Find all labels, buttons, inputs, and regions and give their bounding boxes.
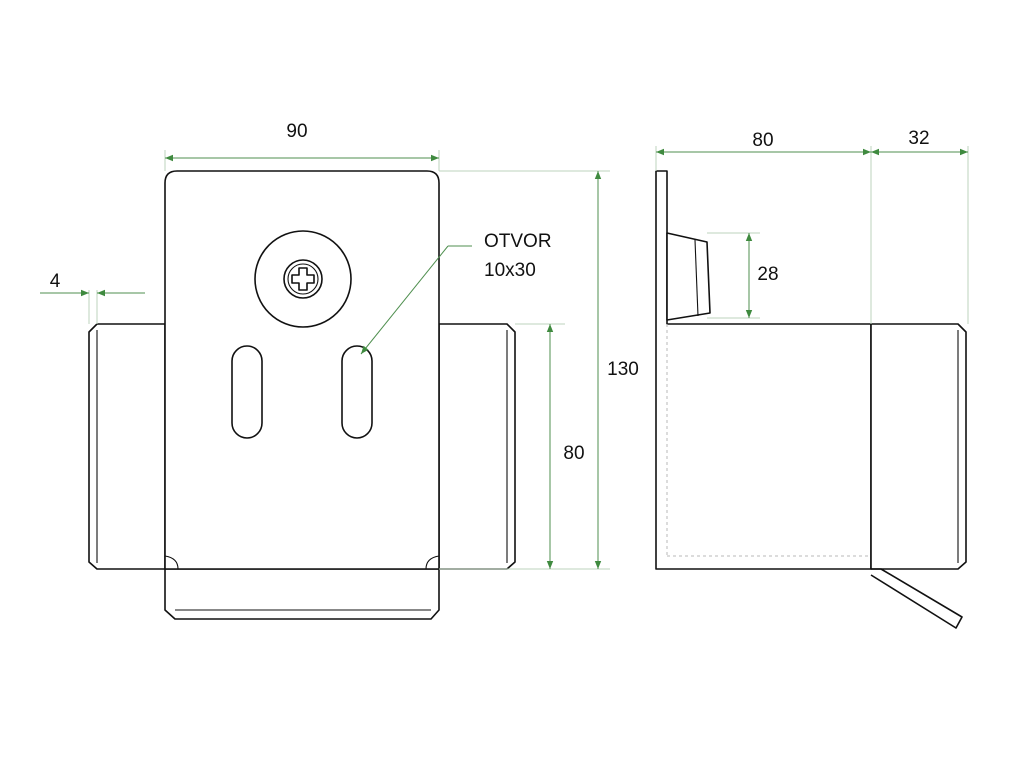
l-profile	[655, 170, 872, 570]
slot-callout-size: 10x30	[484, 260, 536, 281]
thickness-dimension-label: 4	[50, 271, 61, 292]
side-flange	[870, 323, 967, 570]
side-view: 80 32 28	[655, 128, 969, 629]
side-bottom-lip	[870, 568, 963, 629]
left-slot	[231, 345, 263, 439]
left-flange	[88, 323, 166, 570]
side-flange-dimension-label: 32	[908, 128, 929, 149]
screw-head-profile	[666, 232, 711, 321]
screw-icon	[254, 230, 352, 328]
right-flange	[438, 323, 516, 570]
flange-height-dimension-label: 80	[563, 443, 584, 464]
width-dimension-label: 90	[286, 121, 307, 142]
screw-head-dimension-label: 28	[757, 264, 778, 285]
depth-dimension-label: 80	[752, 130, 773, 151]
height-dimension-label: 130	[607, 359, 639, 380]
right-slot	[341, 345, 373, 439]
bottom-lip	[164, 568, 440, 620]
slot-callout-title: OTVOR	[484, 231, 552, 252]
front-view: 90 130 80 4 OTVOR 10x30	[40, 121, 639, 620]
